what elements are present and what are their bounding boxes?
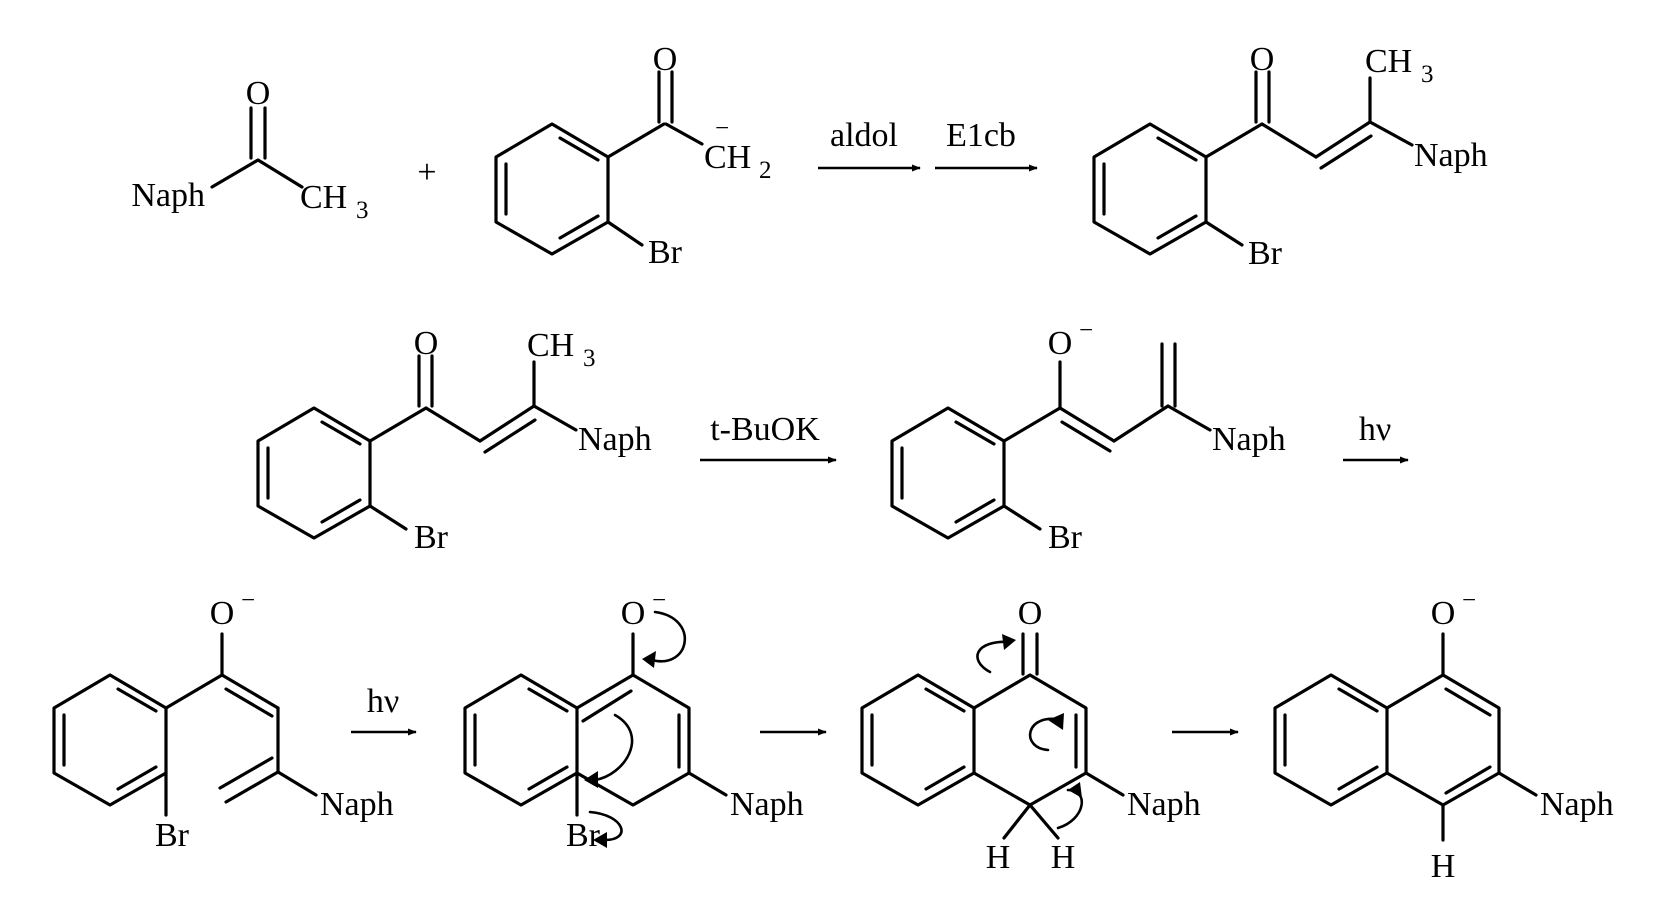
reagent-e1cb: E1cb: [946, 117, 1016, 154]
arrow-hv-2: hν: [351, 683, 417, 736]
atom-label-o: O: [1431, 595, 1456, 632]
arrow-aldol: aldol: [818, 117, 921, 172]
cyclized-bromo-intermediate: O − Naph Br: [463, 587, 804, 854]
arrow-e1cb: E1cb: [935, 117, 1038, 172]
atom-label-naph: Naph: [1414, 137, 1488, 174]
atom-label-ch3: CH: [1365, 43, 1412, 80]
minus-charge: −: [1462, 587, 1476, 614]
reagent-hv: hν: [367, 683, 399, 720]
curved-arrow: [650, 610, 686, 663]
naphthalenone: O Naph H H: [860, 595, 1201, 876]
minus-charge: −: [652, 587, 666, 614]
curved-arrow: [588, 810, 623, 842]
atom-label-naph: Naph: [578, 421, 652, 458]
curved-arrow: [593, 713, 634, 782]
atom-label-o: O: [1048, 325, 1073, 362]
subscript-3: 3: [583, 345, 596, 372]
methyl-naphthyl-ketone: O Naph CH 3: [131, 75, 368, 224]
arrow-tbuok: t-BuOK: [700, 411, 837, 464]
atom-label-br: Br: [155, 817, 190, 854]
atom-label-naph: Naph: [131, 177, 205, 214]
atom-label-naph: Naph: [1127, 786, 1201, 823]
atom-label-ch2: CH: [704, 139, 751, 176]
atom-label-br: Br: [1048, 519, 1083, 556]
naphtholate-product: O − Naph H: [1273, 587, 1614, 885]
plus-sign: +: [417, 154, 436, 191]
atom-label-o: O: [414, 325, 439, 362]
reagent-aldol: aldol: [830, 117, 898, 154]
atom-label-h: H: [986, 839, 1011, 876]
subscript-3: 3: [356, 197, 369, 224]
enone-product: O CH 3 Naph Br: [1092, 41, 1488, 272]
atom-label-h: H: [1431, 848, 1456, 885]
atom-label-h: H: [1051, 839, 1076, 876]
reagent-tbuok: t-BuOK: [710, 411, 820, 448]
atom-label-br: Br: [566, 817, 601, 854]
subscript-3: 3: [1421, 61, 1434, 88]
subscript-2: 2: [759, 157, 772, 184]
atom-label-ch3: CH: [300, 179, 347, 216]
atom-label-ch3: CH: [527, 327, 574, 364]
atom-label-naph: Naph: [1212, 421, 1286, 458]
arrow-hv-1: hν: [1343, 411, 1409, 464]
minus-charge: −: [1079, 317, 1093, 344]
atom-label-naph: Naph: [320, 786, 394, 823]
atom-label-o: O: [246, 75, 271, 112]
atom-label-br: Br: [414, 519, 449, 556]
atom-label-br: Br: [648, 234, 683, 271]
atom-label-br: Br: [1248, 235, 1283, 272]
curved-arrow: [976, 640, 1012, 674]
atom-label-o: O: [1018, 595, 1043, 632]
dienolate-s-cis: O − Naph Br: [52, 587, 394, 854]
atom-label-naph: Naph: [730, 786, 804, 823]
atom-label-o: O: [1250, 41, 1275, 78]
atom-label-o: O: [210, 595, 235, 632]
atom-label-o: O: [653, 41, 678, 78]
minus-charge: −: [241, 587, 255, 614]
dienolate: O − Naph Br: [890, 317, 1286, 556]
bromophenyl-carbanion: O CH 2 − Br: [494, 41, 772, 271]
minus-charge: −: [715, 115, 729, 142]
enone-reactant: O CH 3 Naph Br: [256, 325, 652, 556]
atom-label-o: O: [621, 595, 646, 632]
atom-label-naph: Naph: [1540, 786, 1614, 823]
reagent-hv: hν: [1359, 411, 1391, 448]
